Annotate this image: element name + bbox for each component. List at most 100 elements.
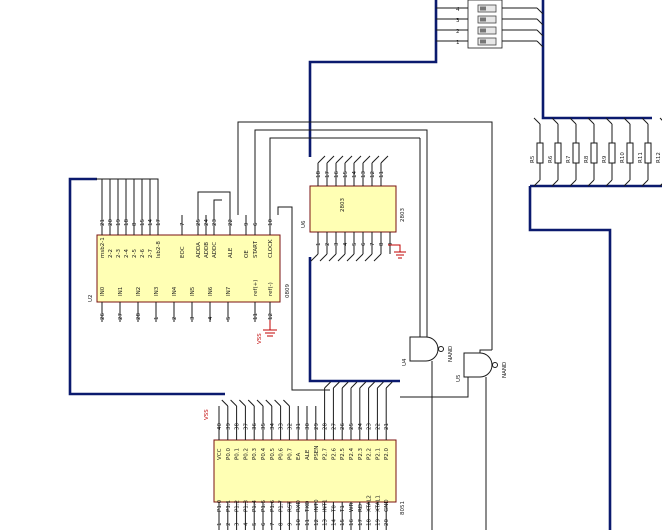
u6-bottom-pin-bend xyxy=(337,253,346,262)
u2-pin-number: 24 xyxy=(204,219,210,226)
u6-bottom-pin-number: 6 xyxy=(361,242,367,246)
u2-pin-number: 7 xyxy=(180,222,186,226)
u1-bottom-pin-name: P1.5 xyxy=(261,499,267,512)
u6-bottom-pin-bend xyxy=(328,253,337,262)
u1-top-pin-bend xyxy=(247,399,255,407)
u1-top-pin-name: P0.3 xyxy=(252,447,258,460)
u2-input-pin-name: IN4 xyxy=(172,286,178,296)
u2-input-pin-name: IN2 xyxy=(136,287,142,296)
u6-bottom-pin-number: 5 xyxy=(352,242,358,246)
u1-bottom-pin-number: 3 xyxy=(235,522,241,526)
u1-bottom-pin-number: 10 xyxy=(296,519,302,526)
dip-switch-number: 2 xyxy=(456,29,460,35)
u6-top-pin-number: 11 xyxy=(379,171,385,178)
u6-bottom-pin-number: 7 xyxy=(370,242,376,246)
dip-switch-wire-bend xyxy=(536,29,544,37)
u6-top-pin-number: 15 xyxy=(343,171,349,178)
u1-bottom-pin-number: 18 xyxy=(367,519,373,526)
u5-body xyxy=(463,352,493,378)
u1-top-pin-number: 36 xyxy=(252,423,258,430)
u2-pin-name: ADDC xyxy=(212,242,218,258)
u6-bottom-pin-bend xyxy=(346,253,355,262)
u1-bottom-pin-number: 9 xyxy=(287,522,293,526)
u1-top-pin-bend xyxy=(256,399,264,407)
resistor-lead-bend xyxy=(569,117,577,125)
u1-bottom-pin-number: 8 xyxy=(279,522,285,526)
u4-nand-gate: U4 NAND xyxy=(402,138,454,530)
u6-top-pin-bend xyxy=(371,155,380,164)
u1-bottom-pin-name: RST xyxy=(287,501,293,512)
u1-top-pin-number: 24 xyxy=(358,423,364,430)
u1-top-pin-name: P2.3 xyxy=(358,447,364,460)
dip-switch-knob xyxy=(480,39,486,44)
u4-bubble xyxy=(438,346,444,352)
resistor-designator: R9 xyxy=(602,155,608,163)
u1-p2-pin-bend xyxy=(377,381,384,389)
resistor-body xyxy=(554,142,562,164)
u1-top-pin-number: 39 xyxy=(226,423,232,430)
u1-top-pin-bend xyxy=(265,399,273,407)
u2-pin-number: 15 xyxy=(140,219,146,226)
u6-bottom-pin-bend xyxy=(364,253,373,262)
u1-bottom-pin-number: 15 xyxy=(340,519,346,526)
u2-pin-number: 8 xyxy=(132,222,138,226)
u1-top-pin-number: 22 xyxy=(375,423,381,430)
u1-bottom-pin-number: 6 xyxy=(261,522,267,526)
u1-top-pin-bend xyxy=(274,399,281,407)
u2-pin-name: 2-3 xyxy=(116,249,122,258)
u1-p2-pin-bend xyxy=(341,381,349,389)
u2-pin-name: ALE xyxy=(228,247,234,258)
resistor-lead-bend xyxy=(659,117,662,121)
u6-top-pin-bend xyxy=(380,155,389,164)
resistor-lead-bend-bottom xyxy=(569,179,577,187)
resistor-designator: R12 xyxy=(656,152,662,163)
resistor-body xyxy=(608,142,616,164)
u2-ground-icon xyxy=(263,320,277,337)
u1-top-pin-name: P0.5 xyxy=(270,447,276,460)
u2-pin-name: lsb2-8 xyxy=(156,241,162,258)
u1-top-pin-number: 35 xyxy=(261,423,267,430)
u2-part: 0809 xyxy=(285,284,291,298)
u2-pin-number: 10 xyxy=(268,219,274,226)
u1-top-pin-number: 31 xyxy=(296,423,302,430)
u1-top-pin-name: P2.4 xyxy=(349,447,355,460)
resistor-lead-bend xyxy=(605,117,613,125)
u1-bottom-pin-name: XTAL1 xyxy=(375,495,381,512)
u1-top-pin-name: ALE xyxy=(305,449,311,460)
u1-top-pin-name: P0.0 xyxy=(226,447,232,460)
u2-data-wires xyxy=(96,121,493,391)
u1-bottom-pin-number: 1 xyxy=(217,523,223,527)
u1-top-pin-number: 32 xyxy=(287,423,293,430)
u1-top-pin-name: P2.7 xyxy=(323,447,329,460)
u6-top-pin-bend xyxy=(344,155,353,164)
u1-p2-pin-bend xyxy=(350,381,358,389)
u1-top-pin-number: 28 xyxy=(323,423,329,430)
u2-pin-number: 9 xyxy=(244,222,250,226)
u2-pin-name: CLOCK xyxy=(268,239,274,258)
u2-pin-name: START xyxy=(253,240,259,258)
u1-bottom-pin-name: XTAL2 xyxy=(367,495,373,512)
u1-bottom-pins: 1P1.02P1.13P1.24P1.35P1.46P1.57P1.68P1.7… xyxy=(217,495,390,530)
dip-switch-knob xyxy=(480,6,486,11)
resistor-lead-bend xyxy=(533,117,541,125)
u2-pin-number: 14 xyxy=(148,219,154,226)
u6-top-pin-number: 18 xyxy=(316,171,322,178)
u1-bottom-pin-number: 13 xyxy=(323,519,329,526)
u2-vss-label: VSS xyxy=(257,333,263,344)
u2-pin-name: msb2-1 xyxy=(100,237,106,258)
u2-input-pin-number: 5 xyxy=(226,316,232,320)
u1-top-pin-number: 23 xyxy=(367,423,373,430)
resistor-lead-bend xyxy=(587,117,595,125)
u2-adc-chip: U2 0809 21msb2-1202-2192-3182-482-5152-6… xyxy=(88,215,291,344)
u2-ref-pin-name: ref(-) xyxy=(268,282,274,296)
u2-pin-name: 2-6 xyxy=(140,249,146,258)
u6-top-pin-bend xyxy=(326,155,335,164)
u1-bottom-pin-name: P1.7 xyxy=(279,499,285,512)
u1-bottom-pin-name: INT1 xyxy=(323,499,329,512)
u2-pin-number: 23 xyxy=(212,219,218,226)
dip-switch-knob xyxy=(480,17,486,22)
